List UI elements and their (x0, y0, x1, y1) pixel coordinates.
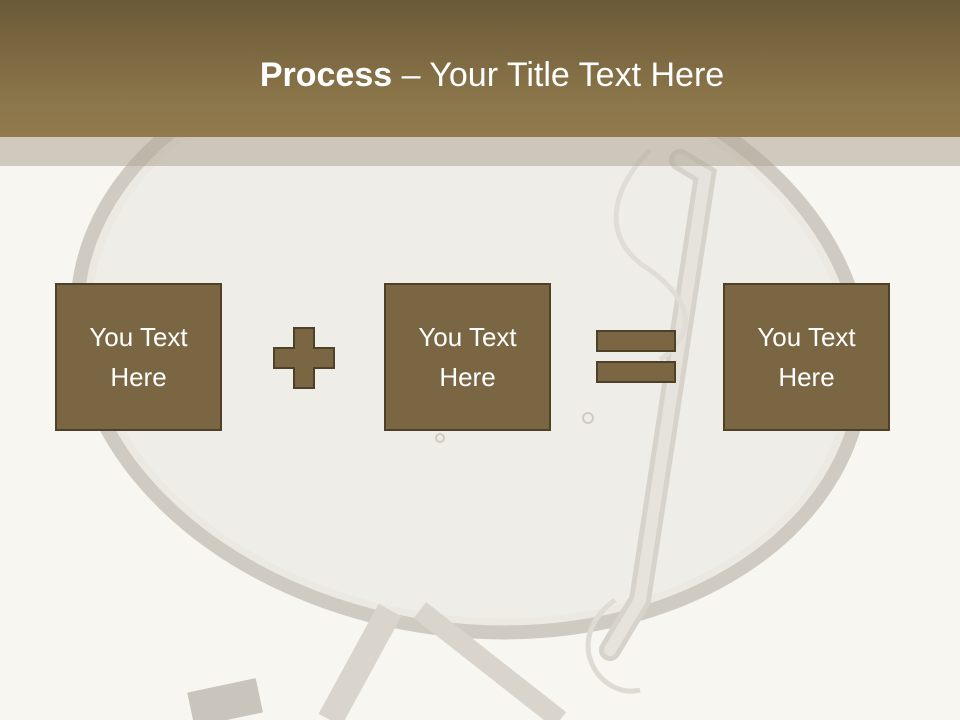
process-box-2-text: You Text Here (418, 322, 517, 392)
process-box-result-text: You Text Here (757, 322, 856, 392)
process-box-1[interactable]: You Text Here (55, 283, 222, 431)
slide-title-rest: – Your Title Text Here (392, 56, 725, 94)
title-underline-strip (0, 137, 960, 166)
process-box-result[interactable]: You Text Here (723, 283, 890, 431)
equals-icon (596, 330, 676, 383)
slide-title-bold: Process (259, 56, 393, 94)
process-box-1-text: You Text Here (89, 322, 188, 392)
plus-icon (273, 327, 335, 389)
process-box-2[interactable]: You Text Here (384, 283, 551, 431)
slide-title: Process – Your Title Text Here (0, 52, 960, 98)
title-bar (0, 0, 960, 137)
